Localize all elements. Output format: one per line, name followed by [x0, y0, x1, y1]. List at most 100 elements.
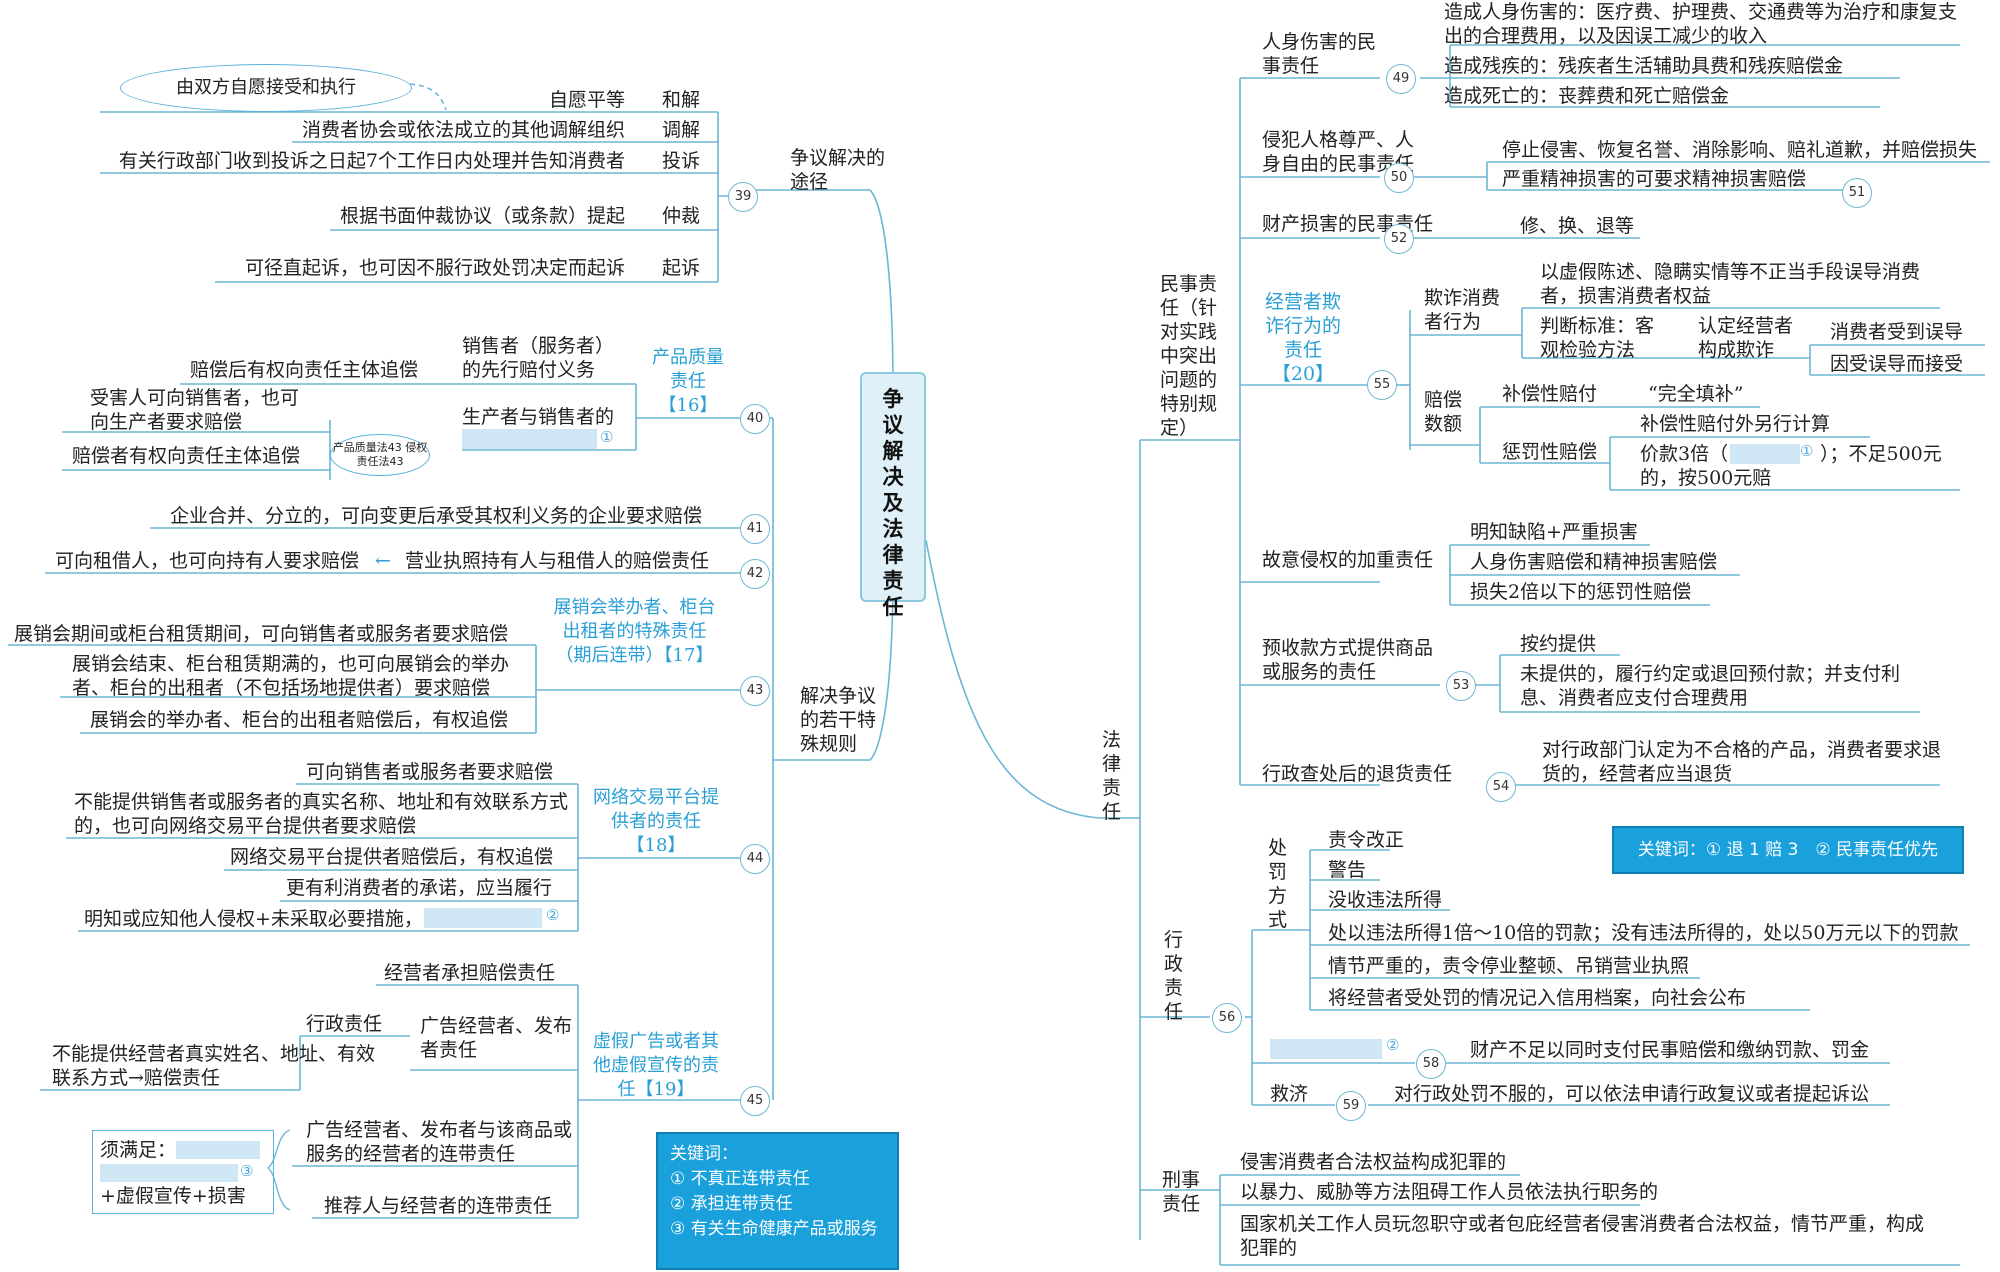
pen-3: 处以违法所得1倍～10倍的罚款；没有违法所得的，处以50万元以下的罚款 [1328, 922, 1959, 944]
b40-title: 产品质量责任【16】 [652, 347, 724, 416]
n53-i1: 未提供的，履行约定或退回预付款；并支付利息、消费者应支付合理费用 [1520, 663, 1901, 709]
crim-0: 侵害消费者合法权益构成犯罪的 [1240, 1151, 1507, 1173]
b45-cond-mark: ③ [240, 1162, 254, 1180]
aggr-i0: 明知缺陷+严重损害 [1470, 521, 1638, 543]
relief-label: 救济 [1270, 1083, 1309, 1105]
b45-admin: 行政责任 [306, 1013, 383, 1035]
b40-blank [462, 429, 597, 449]
n55-std-b: 因受误导而接受 [1830, 353, 1964, 375]
b45-blank-b [100, 1164, 238, 1182]
b43-title: 展销会举办者、柜台出租者的特殊责任（期后连带）【17】 [553, 597, 716, 666]
node-58: 58 [1416, 1049, 1446, 1079]
n55-blank [1730, 444, 1800, 464]
b39-v1: 消费者协会或依法成立的其他调解组织 [301, 119, 625, 141]
rules-title: 解决争议的若干特殊规则 [800, 685, 877, 755]
b40-producer: 生产者与销售者的 [462, 406, 615, 428]
b45-title: 虚假广告或者其他虚假宣传的责任【19】 [593, 1031, 719, 1100]
n55-comp2a: 补偿性赔付外另行计算 [1640, 413, 1831, 435]
b41-text: 企业合并、分立的，可向变更后承受其权利义务的企业要求赔偿 [170, 505, 703, 527]
keyword-2: ② 承担连带责任 [670, 1194, 793, 1214]
b44-i2: 网络交易平台提供者赔偿后，有权追偿 [230, 846, 554, 868]
node-43: 43 [740, 676, 770, 706]
node-39: 39 [728, 182, 758, 212]
node-52: 52 [1384, 224, 1414, 254]
node-53: 53 [1446, 671, 1476, 701]
n55-fraud-def: 以虚假陈述、隐瞒实情等不正当手段误导消费者，损害消费者权益 [1540, 261, 1921, 307]
keywords-title: 关键词： [670, 1144, 738, 1164]
b44-blank [424, 908, 542, 928]
n55-std-a: 消费者受到误导 [1830, 321, 1964, 343]
n50-title: 侵犯人格尊严、人身自由的民事责任 [1262, 129, 1415, 175]
n55-comp2b-pre: 价款3倍（ [1640, 443, 1729, 465]
keywords-box-right: 关键词：① 退 1 赔 3 ② 民事责任优先 [1612, 826, 1964, 874]
b40-payer: 赔偿者有权向责任主体追偿 [72, 445, 301, 467]
b45-cond-suffix: +虚假宣传+损害 [100, 1185, 246, 1207]
node-55: 55 [1367, 370, 1397, 400]
b40-mark: ① [600, 428, 614, 446]
keyword-1: ① 不真正连带责任 [670, 1169, 810, 1189]
pen-1: 警告 [1328, 859, 1367, 881]
n55-comp2: 惩罚性赔偿 [1502, 441, 1598, 463]
b39-v4: 可径直起诉，也可因不服行政处罚决定而起诉 [244, 257, 625, 279]
b44-mark: ② [546, 906, 560, 924]
civil-title: 民事责任（针对实践中突出问题的特别规定） [1160, 273, 1218, 439]
b40-seller: 销售者（服务者）的先行赔付义务 [462, 335, 615, 381]
center-topic: 争议解决及法律责任 [860, 372, 926, 619]
n49-i2: 造成死亡的：丧葬费和死亡赔偿金 [1444, 85, 1730, 107]
n55-std: 判断标准：客观检验方法 [1540, 315, 1655, 361]
node-45: 45 [740, 1086, 770, 1116]
node-49: 49 [1386, 64, 1416, 94]
n54-title: 行政查处后的退货责任 [1262, 763, 1453, 785]
b39-v3: 根据书面仲裁协议（或条款）提起 [339, 205, 625, 227]
b39-k4: 起诉 [662, 257, 701, 279]
b45-condition-box [92, 1130, 274, 1214]
node-59: 59 [1336, 1091, 1366, 1121]
n49-i1: 造成残疾的：残疾者生活辅助具费和残疾赔偿金 [1444, 55, 1844, 77]
n50-i1: 严重精神损害的可要求精神损害赔偿 [1502, 168, 1807, 190]
node-41: 41 [740, 514, 770, 544]
b42-arrow: ← [375, 550, 391, 572]
b43-i1: 展销会结束、柜台租赁期满的，也可向展销会的举办者、柜台的出租者（不包括场地提供者… [72, 653, 510, 699]
legal-title: 法律责任 [1102, 729, 1122, 823]
n55-comp2b-post: ）；不足500元的，按500元赔 [1640, 443, 1942, 489]
b43-i0: 展销会期间或柜台租赁期间，可向销售者或服务者要求赔偿 [14, 623, 509, 645]
b40-law-bubble: 产品质量法43 侵权责任法43 [330, 434, 430, 476]
b44-i1: 不能提供销售者或服务者的真实名称、地址和有效联系方式的，也可向网络交易平台提供者… [74, 791, 569, 837]
node-42: 42 [740, 559, 770, 589]
node-44: 44 [740, 844, 770, 874]
center-topic-text: 争议解决及法律责任 [882, 386, 904, 619]
admin-pen: 处罚方式 [1268, 837, 1288, 931]
b42-sub: 可向租借人，也可向持有人要求赔偿 [55, 550, 360, 572]
b45-operator: 经营者承担赔偿责任 [384, 962, 556, 984]
n55-title: 经营者欺诈行为的责任【20】 [1264, 291, 1341, 385]
bubble-note: 由双方自愿接受和执行 [120, 64, 412, 112]
pen-2: 没收违法所得 [1328, 889, 1443, 911]
b45-blank-a [176, 1141, 260, 1159]
b45-noinfo: 不能提供经营者真实姓名、地址、有效联系方式→赔偿责任 [52, 1043, 376, 1089]
n55-std-res: 认定经营者构成欺诈 [1698, 315, 1794, 361]
n59-text: 对行政处罚不服的，可以依法申请行政复议或者提起诉讼 [1394, 1083, 1870, 1105]
n49-i0: 造成人身伤害的：医疗费、护理费、交通费等为治疗和康复支出的合理费用，以及因误工减… [1444, 1, 1958, 47]
b39-v0: 自愿平等 [548, 89, 625, 111]
node-54: 54 [1486, 772, 1516, 802]
crim-2: 国家机关工作人员玩忽职守或者包庇经营者侵害消费者合法权益，情节严重，构成犯罪的 [1240, 1213, 1925, 1259]
n55-comp: 赔偿数额 [1424, 389, 1463, 435]
keyword-3: ③ 有关生命健康产品或服务 [670, 1219, 878, 1239]
b39-v2: 有关行政部门收到投诉之日起7个工作日内处理并告知消费者 [118, 150, 625, 172]
aggr-i1: 人身伤害赔偿和精神损害赔偿 [1470, 551, 1718, 573]
node-40: 40 [740, 404, 770, 434]
b39-k0: 和解 [662, 89, 701, 111]
node-56: 56 [1212, 1003, 1242, 1033]
b39-title: 争议解决的途径 [790, 147, 886, 193]
crim-1: 以暴力、威胁等方法阻碍工作人员依法执行职务的 [1240, 1181, 1659, 1203]
b42-text: 营业执照持有人与租借人的赔偿责任 [405, 550, 710, 572]
n53-title: 预收款方式提供商品或服务的责任 [1262, 637, 1434, 683]
b39-k2: 投诉 [662, 150, 701, 172]
node-50: 50 [1384, 163, 1414, 193]
b45-recommender: 推荐人与经营者的连带责任 [324, 1195, 553, 1217]
pen-0: 责令改正 [1328, 829, 1405, 851]
aggr-title: 故意侵权的加重责任 [1262, 549, 1434, 571]
n55-comp1: 补偿性赔付 [1502, 383, 1598, 405]
b44-title: 网络交易平台提供者的责任【18】 [593, 787, 719, 856]
